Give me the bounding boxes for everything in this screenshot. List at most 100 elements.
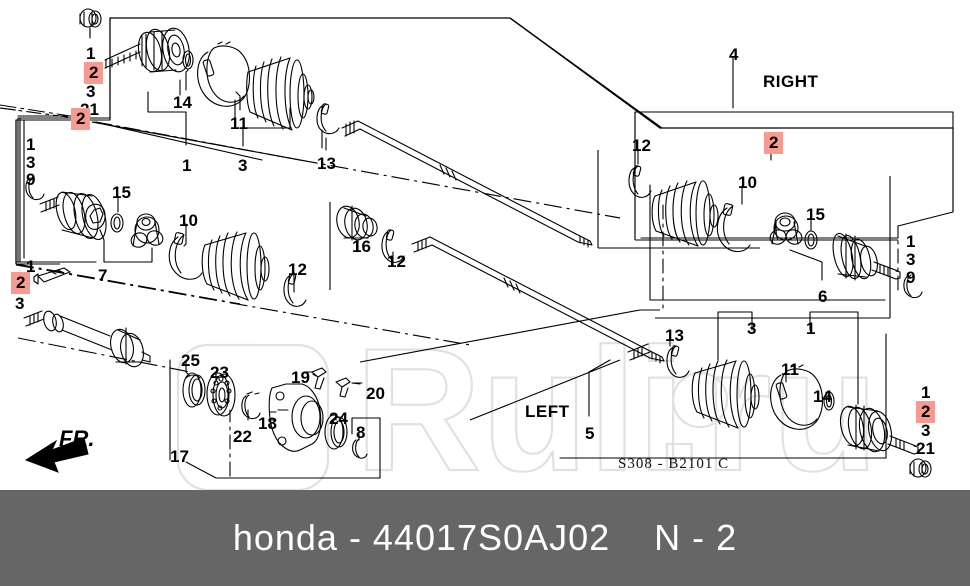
callout-3[interactable]: 3	[26, 154, 35, 171]
callout-3[interactable]: 3	[906, 251, 915, 268]
callout-14[interactable]: 14	[813, 388, 832, 405]
side-label-right: RIGHT	[763, 72, 819, 91]
callout-1[interactable]: 1	[182, 157, 191, 174]
callout-2-highlighted[interactable]: 2	[916, 401, 936, 423]
callout-3[interactable]: 3	[921, 422, 930, 439]
callout-1[interactable]: 1	[86, 45, 95, 62]
callout-number: 4	[729, 45, 739, 64]
callout-number: 1	[906, 232, 916, 251]
callout-15[interactable]: 15	[806, 206, 825, 223]
callout-17[interactable]: 17	[170, 448, 189, 465]
callout-2-highlighted[interactable]: 2	[11, 272, 31, 294]
callout-number: 13	[317, 154, 336, 173]
callout-3[interactable]: 3	[238, 157, 247, 174]
callout-number: 3	[86, 82, 96, 101]
callout-number: 2	[11, 272, 31, 294]
callout-6[interactable]: 6	[818, 288, 827, 305]
callout-1[interactable]: 1	[806, 320, 815, 337]
callout-number: 24	[329, 409, 348, 428]
callout-number: 23	[210, 363, 229, 382]
callout-1[interactable]: 1	[26, 258, 35, 275]
callout-number: 1	[86, 44, 96, 63]
callout-number: 19	[291, 368, 310, 387]
callout-number: 11	[781, 360, 799, 379]
callout-number: 22	[233, 427, 252, 446]
front-direction-label: FR.	[59, 426, 95, 451]
callout-13[interactable]: 13	[665, 327, 684, 344]
callout-number: 14	[173, 93, 192, 112]
callout-number: 6	[818, 287, 828, 306]
callout-10[interactable]: 10	[738, 174, 757, 191]
callout-3[interactable]: 3	[747, 320, 756, 337]
callout-number: 2	[84, 62, 104, 84]
callout-7[interactable]: 7	[98, 267, 107, 284]
callout-14[interactable]: 14	[173, 94, 192, 111]
callout-12[interactable]: 12	[288, 261, 307, 278]
callout-22[interactable]: 22	[233, 428, 252, 445]
callout-number: 21	[916, 439, 935, 458]
footer-bar: honda - 44017S0AJ02 N - 2	[0, 490, 970, 586]
callout-12[interactable]: 12	[632, 137, 651, 154]
callout-3[interactable]: 3	[86, 83, 95, 100]
callout-number: 1	[182, 156, 192, 175]
diagram-canvas[interactable]: Ruli .ru	[0, 0, 970, 490]
callout-number: 1	[26, 135, 36, 154]
callout-number: 17	[170, 447, 189, 466]
callout-13[interactable]: 13	[317, 155, 336, 172]
callout-18[interactable]: 18	[258, 415, 277, 432]
callout-1[interactable]: 1	[26, 136, 35, 153]
callout-number: 11	[230, 114, 248, 133]
callout-number: 1	[921, 383, 931, 402]
callout-4[interactable]: 4	[729, 46, 738, 63]
callout-number: 8	[356, 423, 366, 442]
callout-number: 9	[26, 170, 36, 189]
callout-number: 3	[921, 421, 931, 440]
callout-16[interactable]: 16	[352, 238, 371, 255]
callout-9[interactable]: 9	[26, 171, 35, 188]
callout-8[interactable]: 8	[356, 424, 365, 441]
callout-2-highlighted[interactable]: 2	[71, 108, 91, 130]
callout-2-highlighted[interactable]: 2	[84, 62, 104, 84]
callout-number: 25	[181, 351, 200, 370]
callout-number: 3	[238, 156, 248, 175]
callout-number: 2	[71, 108, 91, 130]
callout-21[interactable]: 21	[916, 440, 935, 457]
callout-number: 1	[806, 319, 816, 338]
callout-number: 16	[352, 237, 371, 256]
callout-11[interactable]: 11	[230, 115, 248, 132]
callout-number: 15	[112, 183, 131, 202]
callout-19[interactable]: 19	[291, 369, 310, 386]
callout-number: 13	[665, 326, 684, 345]
callout-number: 3	[15, 294, 25, 313]
callout-11[interactable]: 11	[781, 361, 799, 378]
callout-20[interactable]: 20	[366, 385, 385, 402]
callout-number: 3	[906, 250, 916, 269]
callout-number: 5	[585, 424, 595, 443]
callout-1[interactable]: 1	[921, 384, 930, 401]
callout-number: 10	[179, 211, 198, 230]
callout-number: 2	[916, 401, 936, 423]
callout-2-highlighted[interactable]: 2	[764, 132, 784, 154]
callout-number: 2	[764, 132, 784, 154]
callout-number: 14	[813, 387, 832, 406]
callout-25[interactable]: 25	[181, 352, 200, 369]
callout-number: 20	[366, 384, 385, 403]
callout-number: 15	[806, 205, 825, 224]
callout-10[interactable]: 10	[179, 212, 198, 229]
callout-5[interactable]: 5	[585, 425, 594, 442]
callout-24[interactable]: 24	[329, 410, 348, 427]
callout-number: 1	[26, 257, 36, 276]
callout-3[interactable]: 3	[15, 295, 24, 312]
callout-number: 7	[98, 266, 108, 285]
callout-number: 3	[747, 319, 757, 338]
callout-23[interactable]: 23	[210, 364, 229, 381]
footer-caption: honda - 44017S0AJ02 N - 2	[232, 517, 738, 558]
callout-15[interactable]: 15	[112, 184, 131, 201]
callout-number: 3	[26, 153, 36, 172]
callout-number: 10	[738, 173, 757, 192]
callout-12[interactable]: 12	[387, 253, 406, 270]
callout-9[interactable]: 9	[906, 269, 915, 286]
callout-1[interactable]: 1	[906, 233, 915, 250]
drawing-number: S308 - B2101 C	[618, 456, 730, 472]
